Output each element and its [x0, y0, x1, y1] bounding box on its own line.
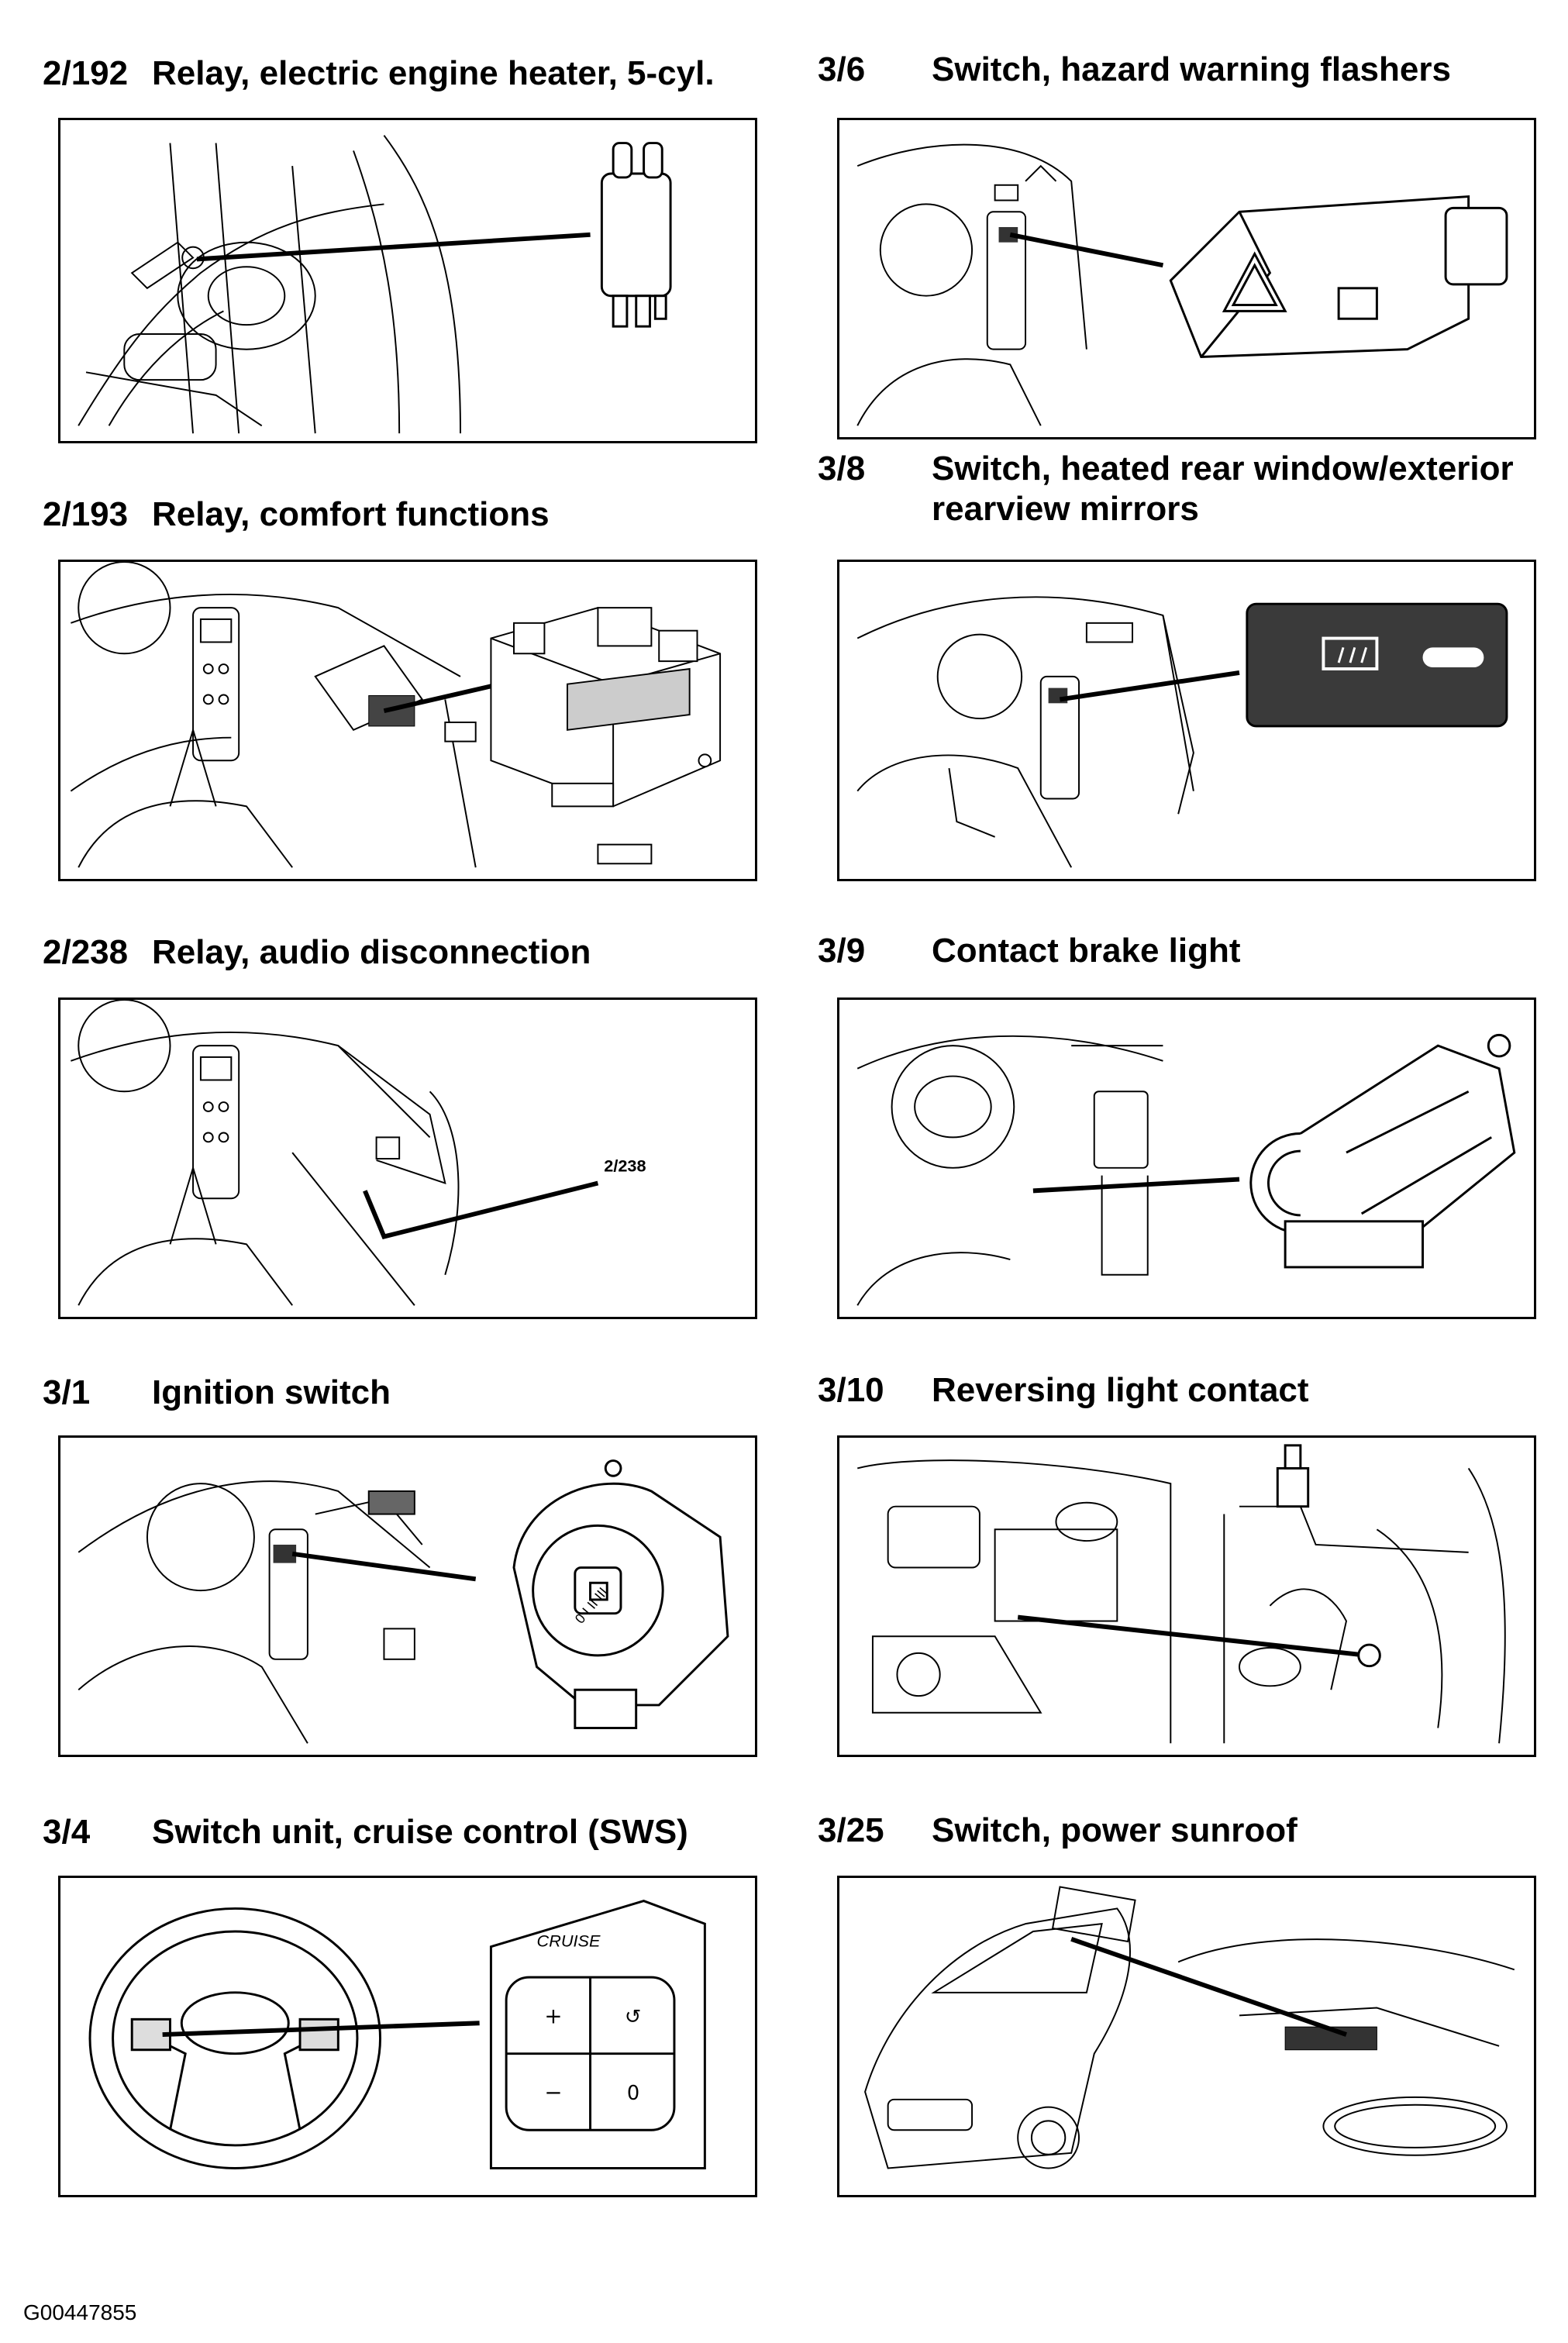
- fuse-box-icon: [444, 607, 722, 865]
- illustration-cruise-control-switch: CRUISE + ↺ − 0: [58, 1876, 757, 2197]
- illustration-heated-window-switch: [837, 560, 1536, 881]
- brake-light-contact-icon: [1249, 1033, 1516, 1269]
- hazard-switch-icon: [1169, 195, 1508, 359]
- item-number: 3/4: [43, 1813, 91, 1851]
- engine-bay-drawing: [78, 135, 672, 434]
- dashboard-drawing: [856, 143, 1508, 426]
- off-button: 0: [627, 2082, 639, 2105]
- illustration-brake-light-contact: [837, 997, 1536, 1319]
- item-title: Switch, hazard warning flashers: [932, 50, 1451, 88]
- cruise-badge: CRUISE: [537, 1931, 601, 1951]
- item-number: 3/9: [818, 932, 866, 970]
- illustration-comfort-relay: [58, 560, 757, 881]
- item-title-line1: Switch, heated rear window/exterior: [932, 450, 1514, 488]
- relay-icon: [600, 142, 672, 328]
- resume-button: ↺: [625, 2005, 641, 2028]
- engine-bay-drawing: [856, 1444, 1506, 1744]
- item-title: Switch unit, cruise control (SWS): [152, 1813, 688, 1851]
- item-number: 2/193: [43, 495, 129, 533]
- item-number: 3/8: [818, 450, 866, 488]
- illustration-engine-heater-relay: [58, 118, 757, 443]
- illustration-ignition-switch: 0 I II III: [58, 1435, 757, 1757]
- plus-button: +: [544, 2003, 562, 2028]
- item-number: 3/25: [818, 1811, 884, 1849]
- illustration-audio-relay: 2/238: [58, 997, 757, 1319]
- indicator-light: [1422, 647, 1484, 668]
- dashboard-drawing: 2/238: [71, 1000, 646, 1306]
- item-title-line2: rearview mirrors: [932, 490, 1199, 528]
- reversing-contact-icon: [1276, 1444, 1310, 1508]
- cruise-switch-icon: [489, 1900, 706, 2169]
- item-title: Contact brake light: [932, 932, 1241, 970]
- car-drawing: [864, 1886, 1515, 2169]
- dashboard-drawing: [70, 562, 722, 868]
- item-number: 2/192: [43, 54, 129, 92]
- callout-label: 2/238: [604, 1156, 646, 1176]
- item-number: 3/6: [818, 50, 866, 88]
- item-number: 2/238: [43, 933, 129, 971]
- item-title: Switch, power sunroof: [932, 1811, 1297, 1849]
- minus-button: −: [544, 2079, 562, 2105]
- document-code: G00447855: [23, 2300, 137, 2324]
- rear-window-defrost-icon: [1322, 636, 1379, 670]
- item-title: Reversing light contact: [932, 1371, 1309, 1409]
- item-title: Relay, electric engine heater, 5-cyl.: [152, 54, 715, 92]
- illustration-hazard-switch: [837, 118, 1536, 439]
- ignition-switch-icon: [512, 1459, 729, 1729]
- dashboard-drawing: 0 I II III: [78, 1459, 729, 1744]
- steering-wheel-drawing: CRUISE + ↺ − 0: [88, 1900, 706, 2169]
- item-title: Relay, audio disconnection: [152, 933, 591, 971]
- dashboard-drawing: [856, 596, 1508, 868]
- item-number: 3/1: [43, 1373, 91, 1411]
- dashboard-drawing: [856, 1033, 1516, 1306]
- item-title: Relay, comfort functions: [152, 495, 550, 533]
- illustration-sunroof-switch: [837, 1876, 1536, 2197]
- illustration-reversing-light-contact: [837, 1435, 1536, 1757]
- item-title: Ignition switch: [152, 1373, 391, 1411]
- item-number: 3/10: [818, 1371, 884, 1409]
